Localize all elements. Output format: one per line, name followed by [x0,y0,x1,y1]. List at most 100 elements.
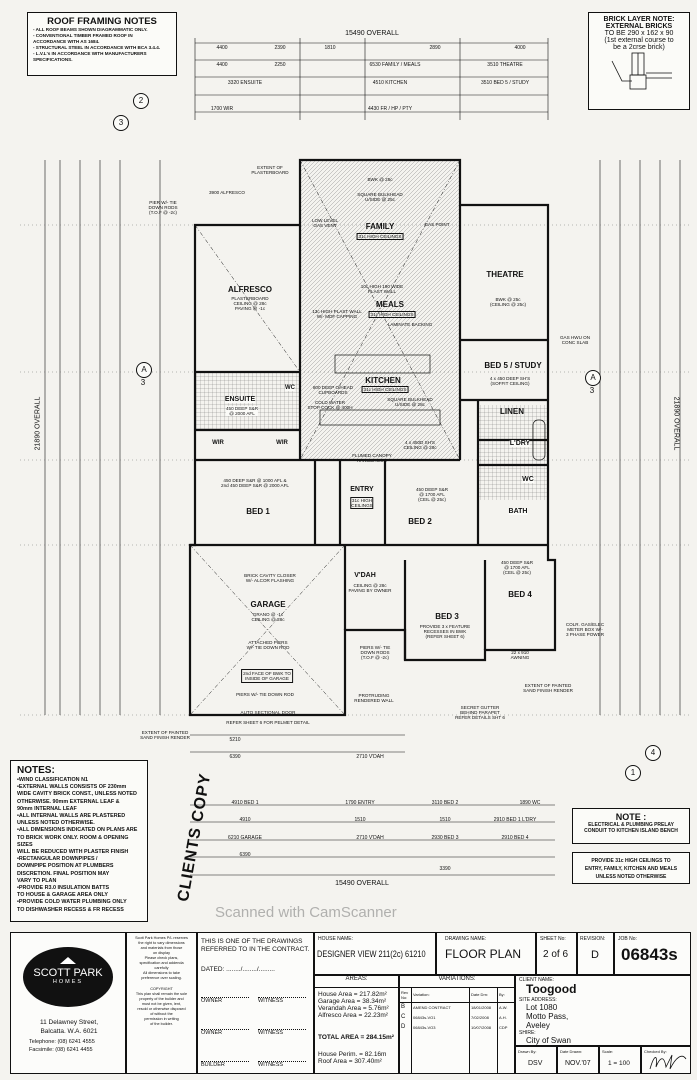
note-line: 90mm INTERNAL LEAF [17,805,77,812]
scale: 1 = 100 [608,1060,630,1067]
dimension: 1700 WIR [210,106,234,112]
drawn-by-cell: Drawn By: DSV [515,1046,557,1074]
drawing-name: FLOOR PLAN [445,947,522,961]
copyright-line: resold or otherwise disposed [137,1007,186,1011]
witness-signature[interactable]: WITNESS [258,997,306,1004]
brick-note-line: be a 2crse brick) [613,44,665,51]
note-line: •EXTERNAL WALLS CONSISTS OF 230mm [17,784,127,791]
roof-note: - L.V.L's IN ACCORDANCE WITH MANUFACTURE… [33,51,147,56]
witness-signature[interactable]: WITNESS [258,1061,306,1068]
disclaimer-line: Please check plans, [144,956,179,960]
copyright-line: of the builder. [150,1022,173,1026]
overall-length-left: 21890 OVERALL [34,396,42,451]
dimension: 1790 ENTRY [345,800,375,806]
witness-signature[interactable]: WITNESS [258,1029,306,1036]
logo-mountain-icon [60,957,76,964]
disclaimer-line: carefully [154,966,169,970]
section-marker-left: A [136,362,152,378]
variations-label: VARIATIONS: [400,976,514,988]
company-name: SCOTT PARK [33,967,103,979]
dimension: 4000 [514,45,526,51]
copyright-line: permission in writing [144,1017,179,1021]
area-line: Verandah Area = 5.76m² [318,1005,389,1012]
disclaimer-line: Scott Park Homes P/L reserves [135,936,188,940]
roof-note: SPECIFICATIONS. [33,57,73,62]
annotation: EXTENT OF PLASTERBOARD [251,165,289,176]
room-wir-2: WIR [276,440,288,446]
area-line: Alfresco Area = 22.23m² [318,1012,388,1019]
dimension: 3110 BED 2 [431,800,459,806]
view-marker-1: 1 [625,765,641,781]
disclaimer-line: and materials from those [140,946,183,950]
note-line: WIDE CAVITY BRICK CONST., UNLESS NOTED [17,791,137,798]
annotation: 4 x 450D SH'S CEILING @ 28c [403,440,437,451]
variations-header: By: [499,992,505,998]
variation-rev: C [400,1012,412,1022]
room-note: 31c HIGH CEILINGS [361,386,409,394]
disclaimer-line: the right to vary dimensions [138,941,185,945]
variations-header: Rev No: [400,988,412,1002]
overall-width-bottom: 15490 OVERALL [335,880,389,887]
note-line: ENTRY, FAMILY, KITCHEN AND MEALS [584,866,678,872]
owner-signature[interactable]: OWNER [201,997,249,1004]
owner-signature[interactable]: OWNER [201,1029,249,1036]
annotation: SECRET GUTTER BEHIND PARAPET REFER DETAI… [455,705,505,721]
room-bed4: BED 4 [508,590,532,599]
dimension: 5210 [229,737,241,743]
annotation: EXTENT OF PAINTED SAND FINISH RENDER [523,683,573,694]
room-verandah: V'DAH [354,572,376,579]
drawn-by-label: Drawn By: [518,1049,537,1054]
checked-by-cell: Checked By: [641,1046,691,1074]
disclaimer-line: specification and addenda [139,961,184,965]
company-block: SCOTT PARK HOMES 11 Delawney Street, Bal… [10,932,126,1074]
room-linen: LINEN [500,407,524,416]
annotation: 3900 ALFRESCO [208,190,246,195]
roof-note: - ALL ROOF BEAMS SHOWN DIAGRAMMATIC ONLY… [33,27,148,32]
overall-length-right: 21890 OVERALL [672,396,680,451]
builder-signature[interactable]: BUILDER [201,1061,249,1068]
room-note: 450 DEEP S&R @ 1700 AFL (CEIL @ 25c) [500,560,534,576]
annotation: 13c HIGH PLAST WALL W/- MDF CAPPING [312,309,362,320]
revision-label: REVISION: [580,936,606,942]
room-bed2: BED 2 [408,517,432,526]
dimension: 2930 BED 3 [431,835,459,841]
shire: City of Swan [526,1036,571,1045]
variation-by: A.H. [499,1014,507,1020]
job-label: JOB No: [618,936,637,942]
disclaimer-line: All dimensions to take [143,971,180,975]
annotation: SQUARE BULKHEAD U/SIDE @ 28c [387,397,433,408]
room-garage: GARAGE [250,600,286,609]
note-line: VARY TO PLAN [17,877,57,884]
room-note: 31c HIGH CEILINGS [368,311,416,319]
note-line: DOWNPIPE POSITION AT PLUMBERS [17,863,114,870]
room-note: GRANO @ -1c CEILING @ 28c [251,612,285,623]
company-sub: HOMES [52,979,84,985]
room-note: 450 DEEP S&R @ 2000 AFL [225,406,259,417]
room-note: 31c HIGH CEILINGS [350,497,374,510]
contract-text: REFERRED TO IN THE CONTRACT. [201,946,310,953]
client-label: CLIENT NAME: [519,977,554,983]
dated-field[interactable]: DATED: ......../......../......... [201,966,275,973]
note-line: TO HOUSE & GARAGE AREA ONLY [17,892,108,899]
job-number: 06843s [621,945,678,964]
annotation: FLUMED CANOPY RANGEHOOD [352,453,392,464]
site-address-label: SITE ADDRESS: [519,997,557,1003]
room-bed3: BED 3 [435,612,459,621]
note-line: TO BRICK WORK ONLY. ROOM & OPENING SIZES [17,834,129,848]
brick-layer-note: BRICK LAYER NOTE: EXTERNAL BRICKS TO BE … [588,12,690,110]
annotation: AUTO SECTIONAL DOOR [240,710,296,715]
note-line: ELECTRICAL & PLUMBING PRELAY [588,822,674,828]
variation-desc: 06843s-VO1 [411,1012,470,1022]
total-area: TOTAL AREA = 284.15m² [318,1034,394,1041]
note-line: TO DISHWASHER RECESS & FR RECESS [17,906,124,913]
room-note: BWK @ 25c (CEILING @ 25c) [489,297,527,308]
annotation: 2nd FACE OF BWK TO INSIDE OF GARAGE [241,669,293,684]
variation-rev: D [400,1022,412,1032]
view-marker-4: 4 [645,745,661,761]
dimension: 6210 GARAGE [228,835,262,841]
variation-date: 7/02/2008 [469,1012,498,1022]
company-address: Balcatta. W.A. 6021 [40,1028,98,1035]
annotation: PROTRUDING RENDERED WALL [354,693,394,704]
